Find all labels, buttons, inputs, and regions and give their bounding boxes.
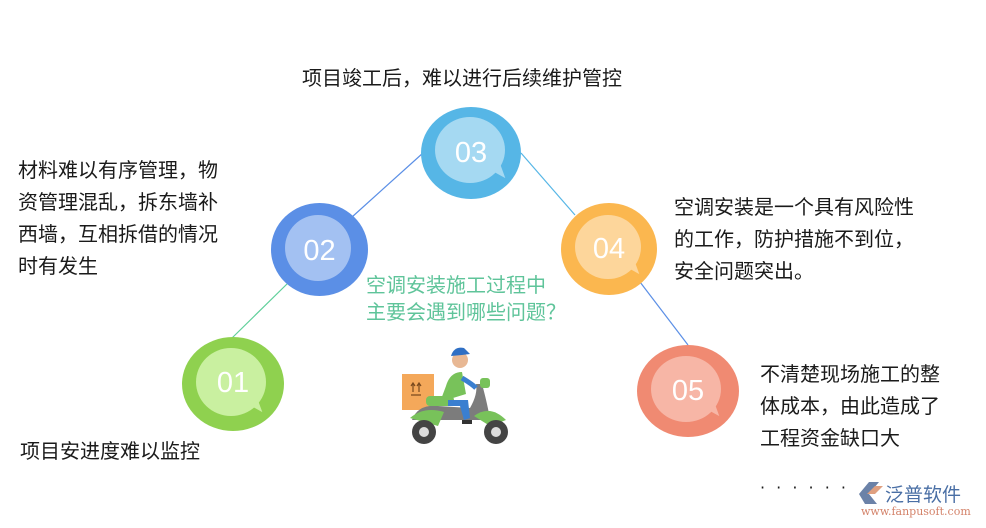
node-03-description: 项目竣工后，难以进行后续维护管控 [302,62,622,94]
description-line: 资管理混乱，拆东墙补 [18,190,218,214]
node-04-description: 空调安装是一个具有风险性 的工作，防护措施不到位， 安全问题突出。 [674,191,914,287]
description-line: 西墙，互相拆借的情况 [18,222,218,246]
node-05-description: 不清楚现场施工的整 体成本，由此造成了 工程资金缺口大 [760,358,940,454]
question-line-1: 空调安装施工过程中 [366,273,546,297]
question-line-2: 主要会遇到哪些问题？ [366,300,566,324]
delivery-scooter-icon [402,347,508,444]
description-line: 项目安进度难以监控 [20,439,200,463]
node-number: 01 [216,367,250,399]
node-number: 02 [303,235,336,267]
node-01-description: 项目安进度难以监控 [20,435,200,467]
node-number: 04 [592,233,626,265]
central-question: 空调安装施工过程中 主要会遇到哪些问题？ [366,272,566,326]
node-02-description: 材料难以有序管理，物 资管理混乱，拆东墙补 西墙，互相拆借的情况 时有发生 [18,154,218,282]
description-line: 空调安装是一个具有风险性 [674,195,914,219]
node-number: 03 [454,137,488,169]
node-03: 03 [421,107,521,199]
node-01: 01 [182,337,284,431]
node-05: 05 [637,345,739,437]
node-04: 04 [561,203,657,295]
description-line: 的工作，防护措施不到位， [674,227,914,251]
description-line: 体成本，由此造成了 [760,394,940,418]
description-line: 材料难以有序管理，物 [18,158,218,182]
description-line: 时有发生 [18,254,98,278]
description-line: 不清楚现场施工的整 [760,362,940,386]
node-02: 02 [271,203,368,296]
brand-url: www.fanpusoft.com [861,505,971,518]
node-number: 05 [671,375,705,407]
brand-name: 泛普软件 [885,484,962,506]
logo-mark-icon [859,482,883,504]
description-line: 项目竣工后，难以进行后续维护管控 [302,66,622,90]
description-line: 工程资金缺口大 [760,426,900,450]
description-line: 安全问题突出。 [674,259,814,283]
more-ellipsis: · · · · · · [760,478,849,497]
